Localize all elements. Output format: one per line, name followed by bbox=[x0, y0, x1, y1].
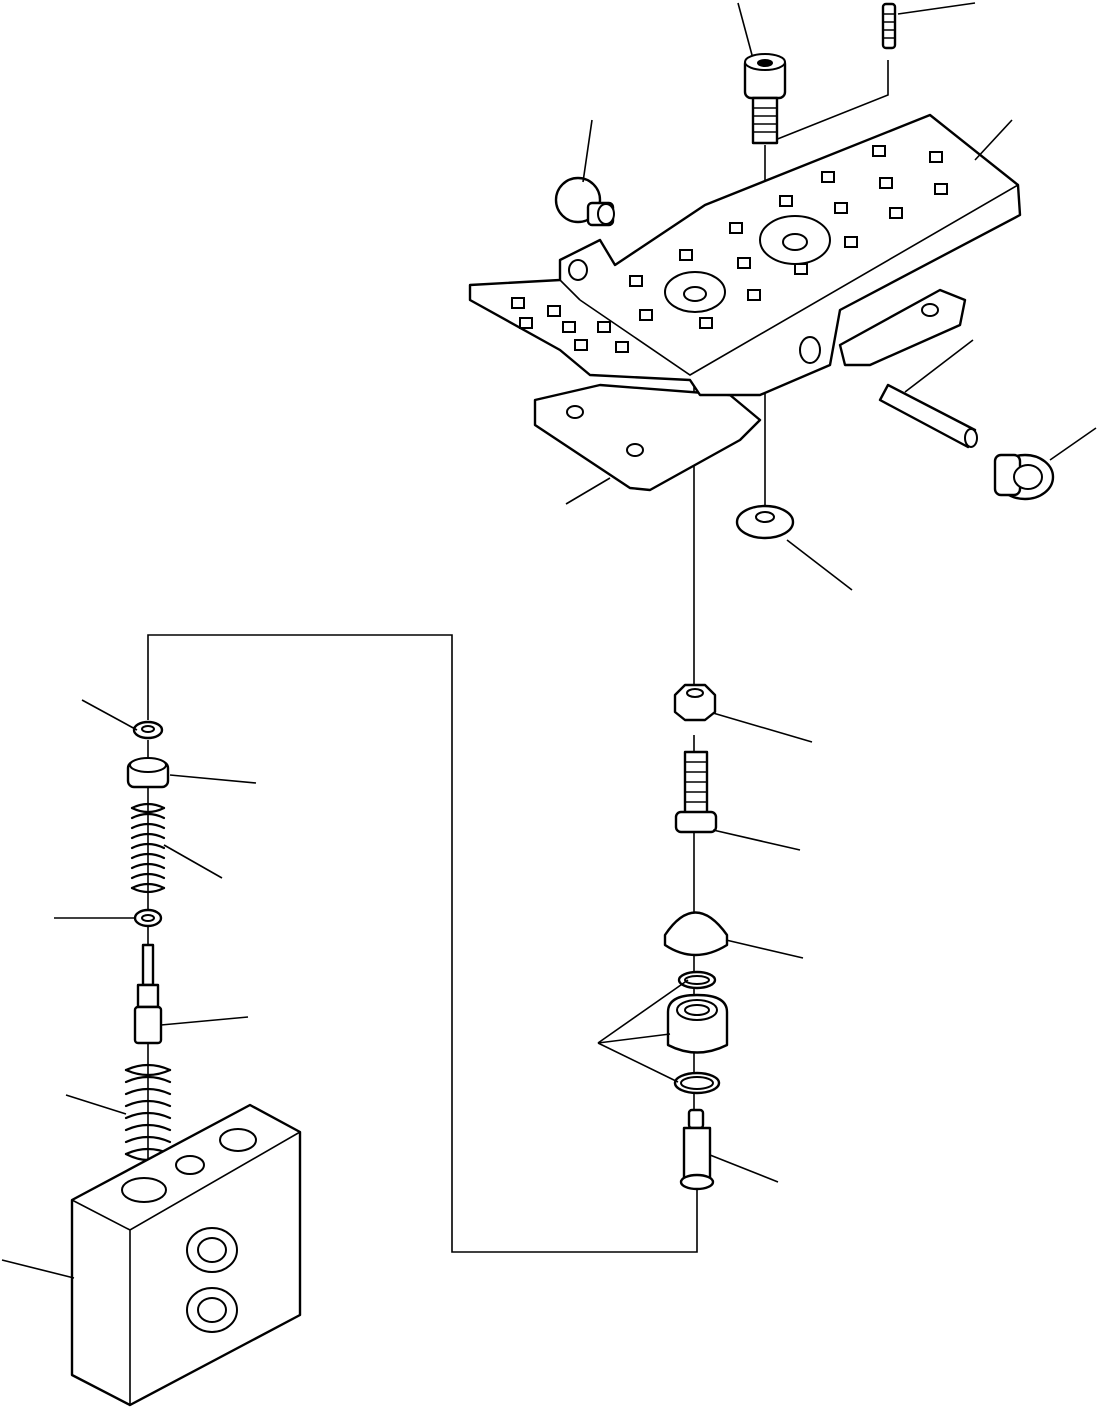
plunger bbox=[679, 1108, 715, 1191]
leader-line bbox=[1, 1259, 75, 1279]
mount-hole bbox=[566, 405, 584, 419]
adjusting-bolt bbox=[674, 750, 718, 834]
leader-line bbox=[712, 829, 801, 851]
pin-cap bbox=[993, 453, 1055, 501]
leader-line bbox=[597, 1042, 679, 1083]
leader-line bbox=[597, 979, 689, 1044]
valve-spool bbox=[133, 943, 163, 1045]
leader-line bbox=[65, 1094, 127, 1115]
stopper-bolt-left bbox=[554, 176, 615, 227]
leader-line bbox=[712, 712, 813, 743]
mount-hole bbox=[921, 303, 939, 317]
leader-line bbox=[582, 119, 593, 183]
return-spring bbox=[130, 802, 166, 894]
plug-body bbox=[666, 993, 729, 1054]
leader-line bbox=[974, 119, 1013, 161]
mount-hole bbox=[626, 443, 644, 457]
flat-washer bbox=[735, 504, 795, 540]
leader-line bbox=[1049, 427, 1097, 461]
leader-line bbox=[786, 539, 853, 591]
o-ring-lower bbox=[673, 1071, 721, 1095]
leader-line bbox=[897, 2, 976, 15]
grease-nipple-screw bbox=[881, 2, 897, 50]
pivot-pin bbox=[878, 383, 978, 449]
spring-retainer bbox=[126, 757, 170, 789]
spool-bore bbox=[121, 1177, 167, 1203]
leader-line bbox=[725, 939, 804, 959]
leader-line bbox=[81, 699, 138, 731]
leader-line bbox=[904, 339, 974, 393]
port-hole bbox=[219, 1128, 257, 1152]
anti-slip-studs bbox=[511, 145, 948, 353]
pedal-base-bracket bbox=[533, 288, 967, 492]
leader-line bbox=[163, 844, 223, 879]
cap-screw bbox=[743, 53, 787, 145]
leader-line bbox=[160, 1016, 249, 1026]
leader-line bbox=[169, 774, 257, 784]
valve-body bbox=[70, 1103, 302, 1407]
leader-line bbox=[565, 477, 611, 505]
leader-line bbox=[597, 1033, 671, 1044]
snap-ring bbox=[132, 720, 164, 740]
port-hole bbox=[175, 1155, 205, 1175]
leader-line bbox=[709, 1154, 779, 1183]
callout-leaders bbox=[1, 2, 1097, 1279]
leader-line bbox=[737, 2, 753, 56]
pedal-plate bbox=[468, 113, 1022, 397]
lock-nut bbox=[673, 683, 717, 722]
rubber-cap bbox=[663, 911, 729, 957]
spring-seat bbox=[133, 908, 163, 928]
pedal-pivot-hole bbox=[799, 336, 821, 364]
o-ring-upper bbox=[677, 970, 717, 990]
